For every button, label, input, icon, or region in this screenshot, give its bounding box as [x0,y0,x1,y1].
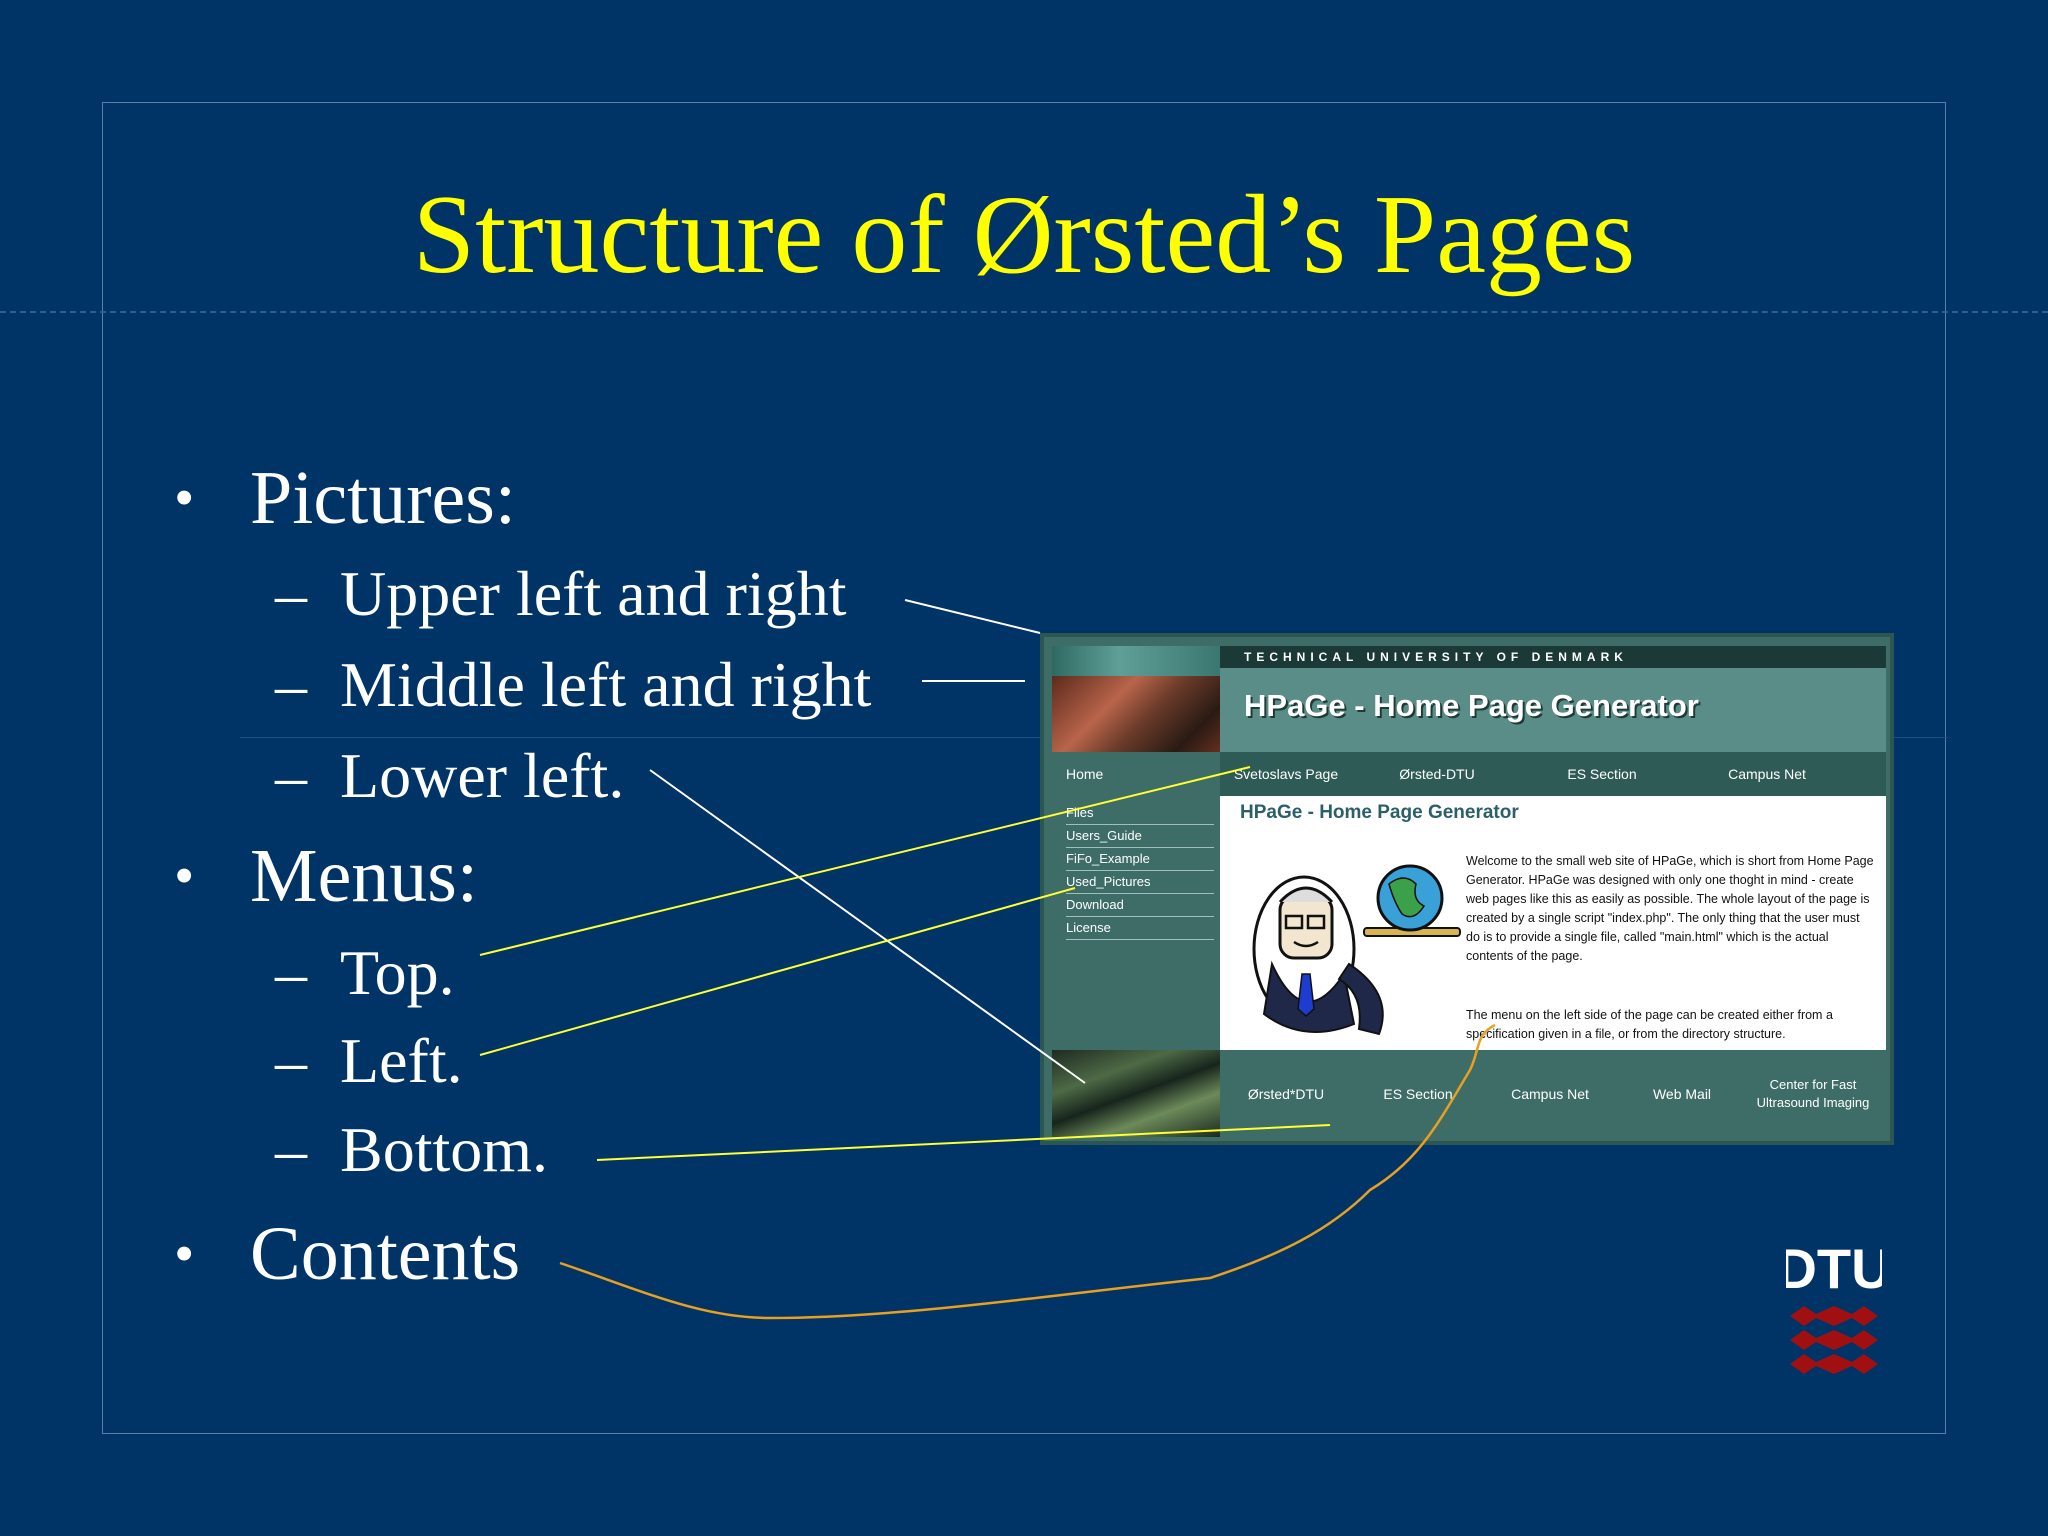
sub-bullet-lower: – Lower left. [0,740,1000,812]
bottom-menu: Ørsted*DTU ES Section Campus Net Web Mai… [1220,1050,1886,1137]
left-menu-download[interactable]: Download [1066,894,1214,917]
top-menu-svetoslavs-page[interactable]: Svetoslavs Page [1233,766,1339,782]
picture-lower-left [1052,1050,1220,1137]
sub-bullet-text: Bottom. [340,1114,549,1185]
hpage-screenshot: TECHNICAL UNIVERSITY OF DENMARK HPaGe - … [1040,633,1894,1145]
bottom-menu-orsted-dtu[interactable]: Ørsted*DTU [1247,1085,1325,1102]
bottom-menu-ultrasound-center[interactable]: Center for Fast Ultrasound Imaging [1756,1076,1870,1110]
sub-bullet-upper: – Upper left and right [0,558,1000,630]
sub-bullet-dash: – [275,1114,307,1185]
bullet-dot: • [174,1221,195,1286]
slide-title: Structure of Ørsted’s Pages [412,173,1636,297]
left-menu-used-pictures[interactable]: Used_Pictures [1066,871,1214,894]
bullet-text: Contents [250,1212,521,1296]
sub-bullet-text: Upper left and right [340,558,847,629]
bullet-menus: • Menus: [0,833,1000,919]
sub-bullet-dash: – [275,1025,307,1096]
top-menu-home[interactable]: Home [1052,752,1220,796]
content-paragraph: The menu on the left side of the page ca… [1466,1008,1833,1041]
sub-bullet-text: Left. [340,1025,463,1096]
top-menu-campus-net[interactable]: Campus Net [1728,766,1806,782]
bottom-menu-es-section[interactable]: ES Section [1383,1085,1453,1102]
left-menu-fifo-example[interactable]: FiFo_Example [1066,848,1214,871]
sub-bullet-dash: – [275,740,307,811]
divider-line [0,311,2048,313]
dtu-logo-text: DTU [1786,1237,1882,1300]
bottom-menu-campus-net[interactable]: Campus Net [1511,1085,1589,1102]
bullet-pictures: • Pictures: [0,455,2048,541]
sub-bullet-text: Lower left. [340,740,625,811]
sub-bullet-text: Middle left and right [340,649,872,720]
content-title: HPaGe - Home Page Generator [1240,802,1519,823]
bullet-dot: • [174,465,195,530]
sub-bullet-bottom: – Bottom. [0,1114,1000,1186]
top-menu-es-section[interactable]: ES Section [1567,766,1637,782]
sub-bullet-text: Top. [340,937,455,1008]
bullet-text: Pictures: [250,456,516,540]
top-menu: Home Svetoslavs Page Ørsted-DTU ES Secti… [1052,752,1886,796]
content-paragraph: Welcome to the small web site of HPaGe, … [1466,854,1874,963]
top-menu-orsted-dtu[interactable]: Ørsted-DTU [1399,766,1475,782]
header-title: HPaGe - Home Page Generator [1244,688,1699,723]
slide-frame [102,102,1946,1434]
sub-bullet-left: – Left. [0,1025,1000,1097]
university-banner: TECHNICAL UNIVERSITY OF DENMARK [1220,646,1886,668]
page-header: HPaGe - Home Page Generator [1220,668,1886,752]
sub-bullet-top: – Top. [0,937,1000,1009]
sub-bullet-dash: – [275,558,307,629]
picture-middle-left [1052,676,1220,756]
bullet-text: Menus: [250,834,478,918]
picture-upper-left [1052,646,1220,676]
left-menu-license[interactable]: License [1066,917,1214,940]
bottom-menu-web-mail[interactable]: Web Mail [1652,1085,1712,1102]
sub-bullet-dash: – [275,649,307,720]
sub-bullet-dash: – [275,937,307,1008]
left-menu-files[interactable]: Files [1066,802,1214,825]
sub-bullet-middle: – Middle left and right [0,649,1000,721]
left-menu: Files Users_Guide FiFo_Example Used_Pict… [1052,796,1220,1050]
cartoon-waiter-globe-icon [1252,864,1461,1036]
bullet-dot: • [174,843,195,908]
content-area: HPaGe - Home Page Generator Welcome to t… [1220,796,1886,1050]
bullet-contents: • Contents [0,1211,1000,1297]
left-menu-users-guide[interactable]: Users_Guide [1066,825,1214,848]
dtu-logo: DTU [1786,1237,1882,1374]
